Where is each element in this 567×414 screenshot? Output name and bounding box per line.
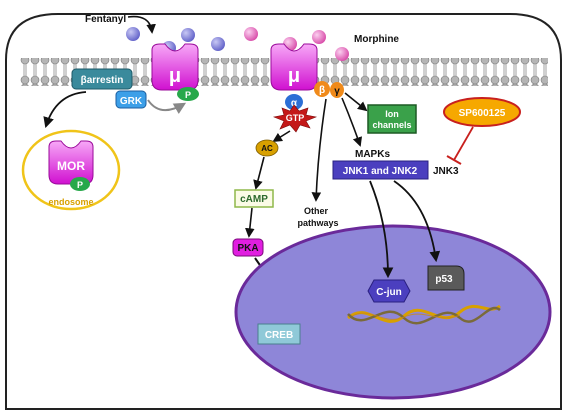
c-jun-node: C-jun [367,279,411,303]
mu-receptor-right: μ [270,43,318,91]
svg-text:AC: AC [261,144,273,153]
fentanyl-molecule [126,27,140,41]
phospho-badge-left: P [177,87,199,101]
gtp-burst: GTP [272,104,318,133]
morphine-molecule [244,27,258,41]
svg-text:channels: channels [372,120,411,130]
other-pathways-arrow [311,98,327,202]
fentanyl-arrow [127,15,156,34]
svg-text:P: P [185,90,191,100]
svg-text:CREB: CREB [265,330,293,341]
fentanyl-label: Fentanyl [85,14,126,25]
mu-receptor-left: μ [151,43,199,91]
svg-text:α: α [291,98,298,109]
jnk-cjun-arrow [369,180,394,279]
svg-text:β: β [319,85,325,96]
sp600125-inhibitor: SP600125 [443,97,521,127]
svg-text:GTP: GTP [286,113,305,123]
barrestin-box: βarrestin [71,68,133,90]
svg-text:JNK1 and JNK2: JNK1 and JNK2 [343,166,418,177]
svg-text:GRK: GRK [120,96,143,107]
other-pathways-label-2: pathways [297,218,338,228]
morphine-ligands [244,27,349,61]
inhibition-bar [446,126,474,165]
g-alpha-subunit: α [285,94,303,110]
mapks-arrow [341,97,363,147]
dna-helix [346,304,501,325]
svg-text:p53: p53 [435,274,453,285]
svg-text:γ: γ [334,86,340,97]
camp-node: cAMP [234,189,274,208]
fentanyl-molecule [181,28,195,42]
jnk3-label: JNK3 [433,166,459,177]
jnk-node: JNK1 and JNK2 [332,160,429,180]
svg-text:μ: μ [169,65,181,87]
pka-node: PKA [232,238,264,257]
svg-text:μ: μ [288,65,300,87]
morphine-label: Morphine [354,34,399,45]
p53-node: p53 [427,265,465,291]
mor-receptor-endosome: MOR [48,140,94,185]
svg-text:Ion: Ion [385,109,399,119]
svg-text:SP600125: SP600125 [459,108,506,119]
svg-text:MOR: MOR [57,159,85,173]
ion-channels-arrow [344,92,368,112]
ion-channels-node: Ion channels [367,104,417,134]
morphine-molecule [335,47,349,61]
camp-pka-arrow [245,207,255,238]
grk-phospho-arrow [147,99,187,115]
svg-text:PKA: PKA [237,243,258,254]
creb-node: CREB [257,323,301,345]
phospho-badge-endosome: P [70,177,90,191]
gtp-ac-arrow [272,130,291,143]
jnk-p53-arrow [393,180,441,263]
grk-box: GRK [115,90,147,109]
svg-text:P: P [77,180,83,190]
g-gamma-subunit: γ [330,82,344,98]
svg-text:C-jun: C-jun [376,287,402,298]
morphine-molecule [312,30,326,44]
g-beta-subunit: β [314,81,330,97]
endosome-label: endosome [48,197,93,207]
mapks-label: MAPKs [355,149,390,160]
ac-camp-arrow [253,156,265,190]
svg-text:cAMP: cAMP [240,194,268,205]
svg-text:βarrestin: βarrestin [81,75,124,86]
barrestin-endosome-arrow [43,91,87,129]
other-pathways-label-1: Other [304,206,329,216]
ac-node: AC [255,139,279,157]
fentanyl-molecule [211,37,225,51]
